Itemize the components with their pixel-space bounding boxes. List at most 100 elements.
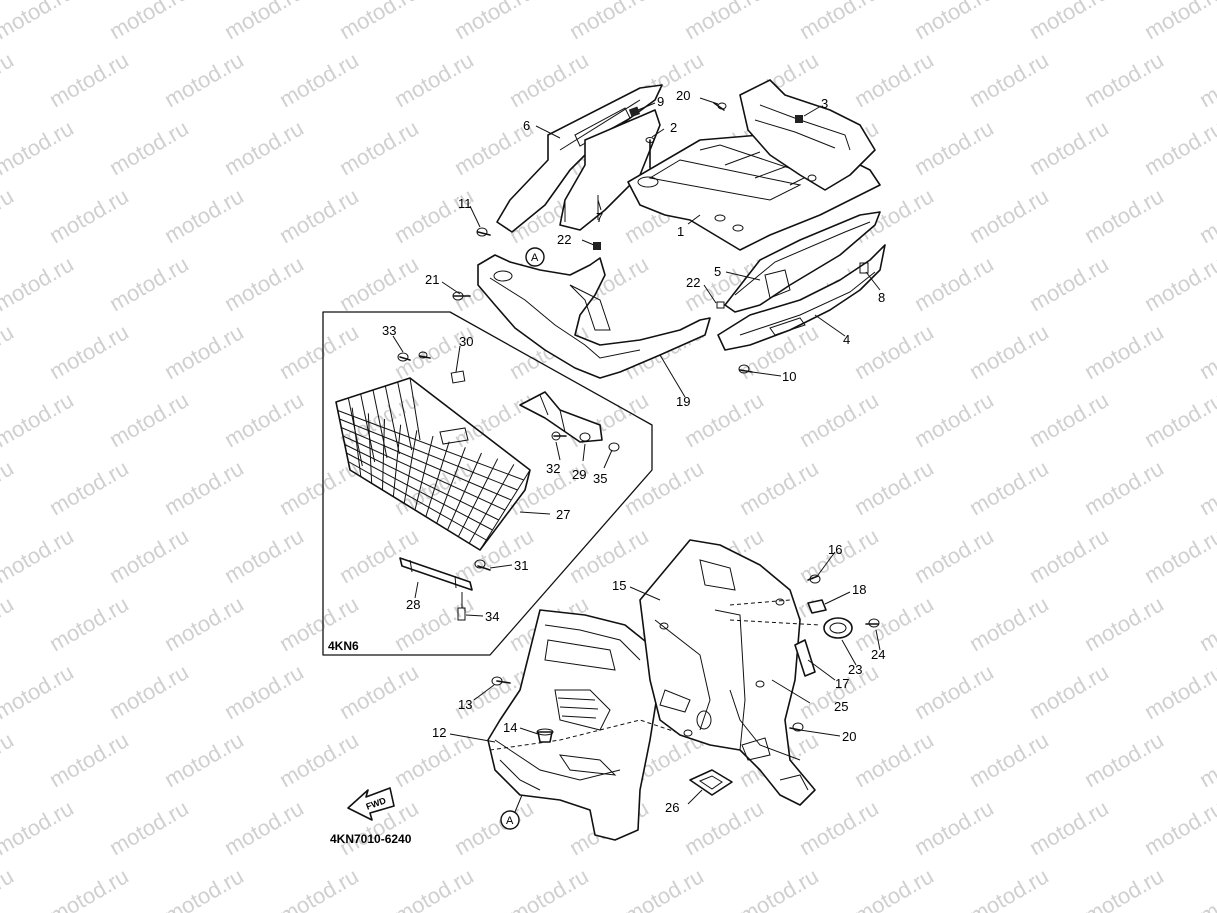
basket-wire <box>447 452 482 531</box>
watermark-text: motod.ru <box>965 863 1053 913</box>
watermark-text: motod.ru <box>335 115 423 180</box>
watermark-text: motod.ru <box>965 727 1053 792</box>
lower-fasteners <box>491 574 880 796</box>
watermark-text: motod.ru <box>105 659 193 724</box>
watermark-text: motod.ru <box>0 795 78 860</box>
watermark-text: motod.ru <box>850 47 938 112</box>
watermark-text: motod.ru <box>1140 795 1217 860</box>
watermark-text: motod.ru <box>1140 387 1217 452</box>
basket-brackets <box>399 370 603 591</box>
watermark-text: motod.ru <box>220 251 308 316</box>
callout-22-left: 22 <box>557 232 571 247</box>
watermark-text: motod.ru <box>335 659 423 724</box>
watermark-text: motod.ru <box>1080 183 1168 248</box>
svg-text:A: A <box>531 252 539 264</box>
watermark-text: motod.ru <box>965 591 1053 656</box>
basket-wire <box>384 385 400 455</box>
watermark-text: motod.ru <box>680 387 768 452</box>
watermark-text: motod.ru <box>0 591 18 656</box>
watermark-text: motod.ru <box>275 863 363 913</box>
callout-17: 17 <box>835 676 849 691</box>
callout-20-bottom: 20 <box>842 729 856 744</box>
watermark-text: motod.ru <box>910 251 998 316</box>
watermark-text: motod.ru <box>1025 0 1113 44</box>
watermark-text: motod.ru <box>0 455 18 520</box>
svg-text:A: A <box>506 815 514 827</box>
callout-19: 19 <box>676 394 690 409</box>
watermark-text: motod.ru <box>390 591 478 656</box>
callout-22-right: 22 <box>686 275 700 290</box>
watermark-text: motod.ru <box>160 727 248 792</box>
callout-33: 33 <box>382 323 396 338</box>
watermark-text: motod.ru <box>965 455 1053 520</box>
basket-wire <box>392 424 402 497</box>
watermark-text: motod.ru <box>0 863 18 913</box>
watermark-text: motod.ru <box>680 795 768 860</box>
callout-28: 28 <box>406 597 420 612</box>
watermark-text: motod.ru <box>850 863 938 913</box>
watermark-text: motod.ru <box>275 183 363 248</box>
basket-wire <box>367 413 373 484</box>
ref-marker-bottom: A <box>500 794 523 830</box>
watermark-text: motod.ru <box>0 727 18 792</box>
basket-wire <box>351 407 362 477</box>
watermark-text: motod.ru <box>1195 591 1217 656</box>
watermark-text: motod.ru <box>795 0 883 44</box>
watermark-text: motod.ru <box>680 0 768 44</box>
callout-15: 15 <box>612 578 626 593</box>
watermark-text: motod.ru <box>620 863 708 913</box>
callout-11: 11 <box>458 196 472 211</box>
watermark-text: motod.ru <box>1025 659 1113 724</box>
watermark-text: motod.ru <box>965 319 1053 384</box>
callout-8: 8 <box>878 290 885 305</box>
basket-wire <box>397 381 413 451</box>
upper-floor-assembly <box>477 79 886 379</box>
watermark-text: motod.ru <box>105 251 193 316</box>
watermark-text: motod.ru <box>335 523 423 588</box>
callout-10: 10 <box>782 369 796 384</box>
watermark-text: motod.ru <box>0 115 78 180</box>
watermark-text: motod.ru <box>450 795 538 860</box>
watermark-text: motod.ru <box>160 591 248 656</box>
callout-labels: 1 2 3 4 5 6 7 8 9 10 11 12 13 14 15 16 1… <box>382 88 885 815</box>
watermark-text: motod.ru <box>0 523 78 588</box>
basket-wire <box>347 397 363 467</box>
watermark-text: motod.ru <box>160 47 248 112</box>
basket-wire <box>372 389 388 459</box>
watermark-text: motod.ru <box>1140 115 1217 180</box>
basket-wire <box>457 458 499 537</box>
watermark-text: motod.ru <box>335 0 423 44</box>
watermark-text: motod.ru <box>220 523 308 588</box>
watermark-text: motod.ru <box>220 0 308 44</box>
watermark-text: motod.ru <box>1080 727 1168 792</box>
callout-16: 16 <box>828 542 842 557</box>
basket-wire <box>403 430 418 504</box>
watermark-text: motod.ru <box>0 251 78 316</box>
watermark-text: motod.ru <box>910 659 998 724</box>
watermark-text: motod.ru <box>220 387 308 452</box>
watermark-text: motod.ru <box>1140 0 1217 44</box>
callout-4: 4 <box>843 332 850 347</box>
watermark-text: motod.ru <box>105 523 193 588</box>
watermark-text: motod.ru <box>565 0 653 44</box>
part-6-side-cover <box>496 84 663 233</box>
watermark-text: motod.ru <box>1195 319 1217 384</box>
watermark-text: motod.ru <box>735 863 823 913</box>
part-19-under-cover <box>477 254 711 379</box>
watermark-text: motod.ru <box>850 727 938 792</box>
watermark-text: motod.ru <box>0 387 78 452</box>
callout-7: 7 <box>596 210 603 225</box>
watermark-text: motod.ru <box>910 523 998 588</box>
watermark-text: motod.ru <box>1080 47 1168 112</box>
watermark-text: motod.ru <box>850 455 938 520</box>
watermark-text: motod.ru <box>965 47 1053 112</box>
watermark-text: motod.ru <box>0 47 18 112</box>
watermark-text: motod.ru <box>0 659 78 724</box>
watermark-text: motod.ru <box>160 863 248 913</box>
callout-6: 6 <box>523 118 530 133</box>
watermark-text: motod.ru <box>275 319 363 384</box>
watermark-text: motod.ru <box>1080 319 1168 384</box>
watermark-text: motod.ru <box>1195 863 1217 913</box>
callout-25: 25 <box>834 699 848 714</box>
watermark-text: motod.ru <box>1140 523 1217 588</box>
